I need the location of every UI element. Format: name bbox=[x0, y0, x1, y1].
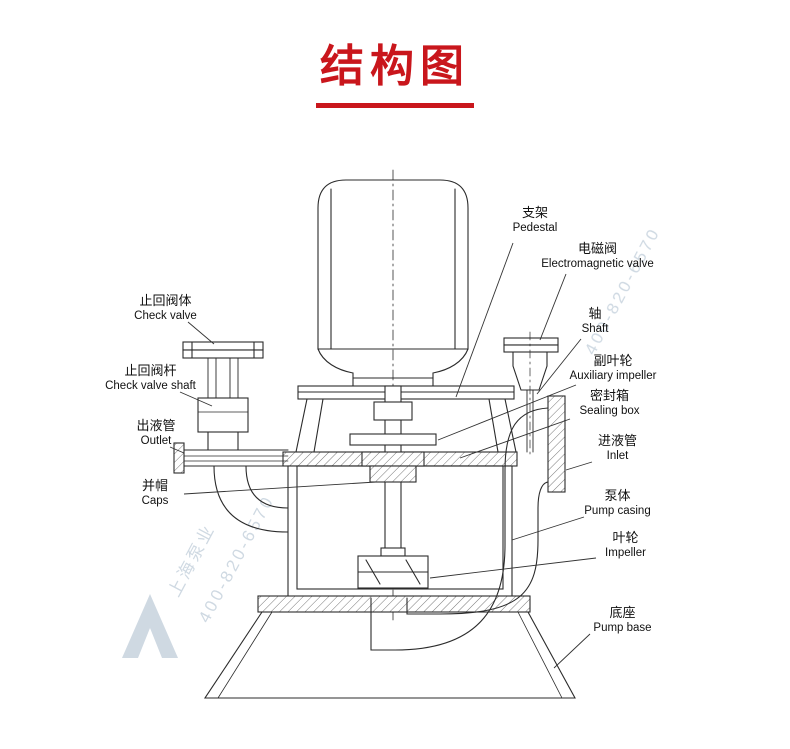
label-pump-casing-zh: 泵体 bbox=[604, 488, 631, 503]
label-electromagnetic-valve: 电磁阀 Electromagnetic valve bbox=[535, 241, 660, 272]
label-check-valve-shaft-zh: 止回阀杆 bbox=[124, 363, 177, 378]
label-pump-casing-en: Pump casing bbox=[584, 505, 651, 518]
label-outlet-zh: 出液管 bbox=[136, 418, 176, 433]
label-sealing-box-zh: 密封箱 bbox=[589, 388, 629, 403]
label-shaft: 轴 Shaft bbox=[565, 306, 625, 337]
label-inlet: 进液管 Inlet bbox=[580, 433, 655, 464]
pump-cross-section bbox=[173, 169, 576, 699]
page-title: 结构图 bbox=[320, 42, 470, 91]
label-electromagnetic-valve-en: Electromagnetic valve bbox=[541, 258, 654, 271]
label-check-valve-shaft: 止回阀杆 Check valve shaft bbox=[98, 363, 203, 394]
label-pump-casing: 泵体 Pump casing bbox=[575, 488, 660, 519]
label-auxiliary-impeller-zh: 副叶轮 bbox=[593, 353, 633, 368]
electromagnetic-valve-part bbox=[503, 331, 559, 459]
label-inlet-zh: 进液管 bbox=[597, 433, 637, 448]
label-pump-base-zh: 底座 bbox=[609, 605, 636, 620]
label-auxiliary-impeller-en: Auxiliary impeller bbox=[569, 370, 657, 383]
leader-lines bbox=[169, 242, 597, 669]
label-outlet-en: Outlet bbox=[140, 435, 172, 448]
label-sealing-box-en: Sealing box bbox=[579, 405, 640, 418]
label-check-valve-shaft-en: Check valve shaft bbox=[105, 380, 196, 393]
inlet-pipe bbox=[370, 395, 566, 651]
label-inlet-en: Inlet bbox=[606, 450, 629, 463]
watermark-logo-triangle bbox=[122, 594, 178, 658]
check-valve-assembly bbox=[182, 341, 264, 451]
label-pedestal-en: Pedestal bbox=[512, 222, 558, 235]
pump-base-structure bbox=[203, 595, 576, 699]
impeller-part bbox=[357, 547, 429, 589]
watermark-logo-triangle-inner bbox=[138, 628, 162, 658]
label-impeller-zh: 叶轮 bbox=[612, 530, 639, 545]
label-check-valve: 止回阀体 Check valve bbox=[118, 293, 213, 324]
label-pump-base: 底座 Pump base bbox=[580, 605, 665, 636]
label-pump-base-en: Pump base bbox=[593, 622, 652, 635]
title-underline bbox=[316, 103, 474, 108]
label-outlet: 出液管 Outlet bbox=[120, 418, 192, 449]
label-shaft-en: Shaft bbox=[581, 323, 609, 336]
label-sealing-box: 密封箱 Sealing box bbox=[562, 388, 657, 419]
label-caps-en: Caps bbox=[141, 495, 169, 508]
label-check-valve-en: Check valve bbox=[134, 310, 197, 323]
label-pedestal-zh: 支架 bbox=[521, 205, 548, 220]
label-check-valve-zh: 止回阀体 bbox=[139, 293, 192, 308]
label-shaft-zh: 轴 bbox=[588, 306, 602, 321]
title-block: 结构图 bbox=[0, 30, 790, 108]
label-impeller-en: Impeller bbox=[605, 547, 646, 560]
outlet-pipe bbox=[173, 442, 289, 533]
label-pedestal: 支架 Pedestal bbox=[490, 205, 580, 236]
label-caps-zh: 并帽 bbox=[141, 478, 168, 493]
label-caps: 并帽 Caps bbox=[126, 478, 184, 509]
label-auxiliary-impeller: 副叶轮 Auxiliary impeller bbox=[558, 353, 668, 384]
label-impeller: 叶轮 Impeller bbox=[588, 530, 663, 561]
label-electromagnetic-valve-zh: 电磁阀 bbox=[577, 241, 617, 256]
shaft-assembly bbox=[349, 169, 437, 623]
